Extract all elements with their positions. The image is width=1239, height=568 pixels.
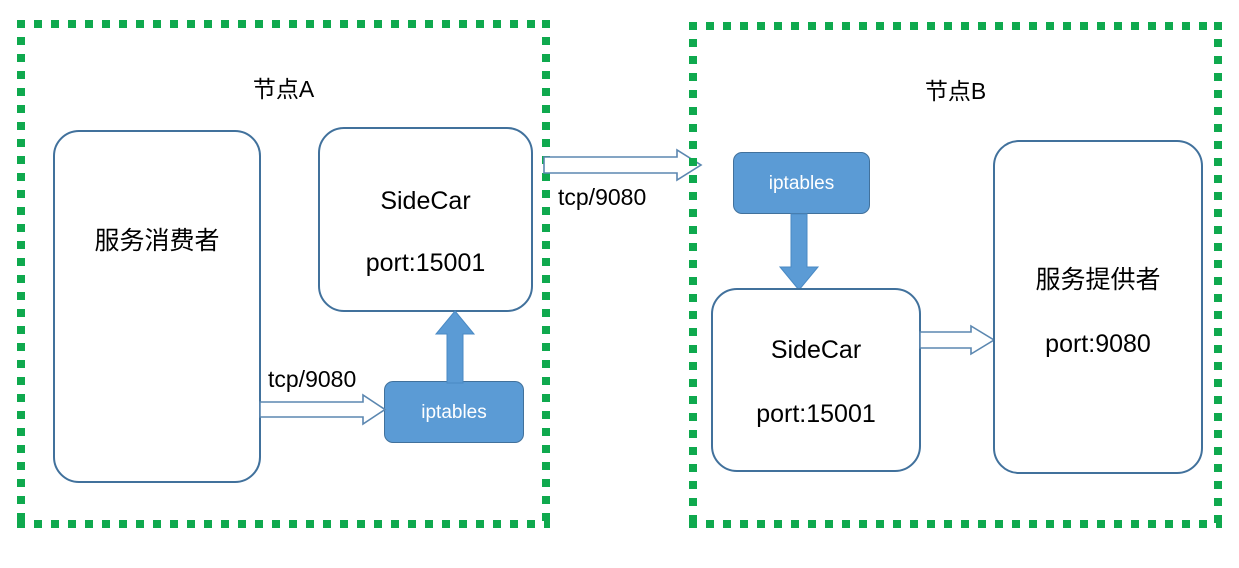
service-provider-box[interactable]: 服务提供者 port:9080 xyxy=(993,140,1203,474)
iptables-a-label: iptables xyxy=(421,401,487,423)
node-b-title: 节点B xyxy=(924,78,987,104)
service-consumer-box[interactable]: 服务消费者 xyxy=(53,130,261,483)
service-consumer-label: 服务消费者 xyxy=(94,227,220,255)
service-provider-title: 服务提供者 xyxy=(1035,266,1161,294)
service-provider-port: port:9080 xyxy=(1045,330,1151,358)
sidecar-b-port: port:15001 xyxy=(756,400,876,428)
iptables-b-box[interactable]: iptables xyxy=(733,152,870,214)
sidecar-b-box[interactable]: SideCar port:15001 xyxy=(711,288,921,472)
sidecar-a-title: SideCar xyxy=(380,187,471,215)
arrow-sidecar-b-to-provider xyxy=(919,324,996,356)
iptables-b-label: iptables xyxy=(768,172,835,194)
arrow-iptables-a-to-sidecar-a xyxy=(434,310,476,384)
arrow-iptables-b-to-sidecar-b xyxy=(778,213,820,291)
sidecar-a-box[interactable]: SideCar port:15001 xyxy=(318,127,533,312)
node-a-title: 节点A xyxy=(252,76,315,102)
arrow-consumer-to-iptables-a xyxy=(259,393,387,426)
sidecar-b-title: SideCar xyxy=(770,336,862,364)
edge-label-node-a-to-node-b: tcp/9080 xyxy=(558,184,647,210)
sidecar-a-port: port:15001 xyxy=(365,249,486,277)
arrow-node-a-to-node-b xyxy=(543,148,703,182)
edge-label-consumer-to-iptables-a: tcp/9080 xyxy=(268,366,357,392)
iptables-a-box[interactable]: iptables xyxy=(384,381,524,443)
